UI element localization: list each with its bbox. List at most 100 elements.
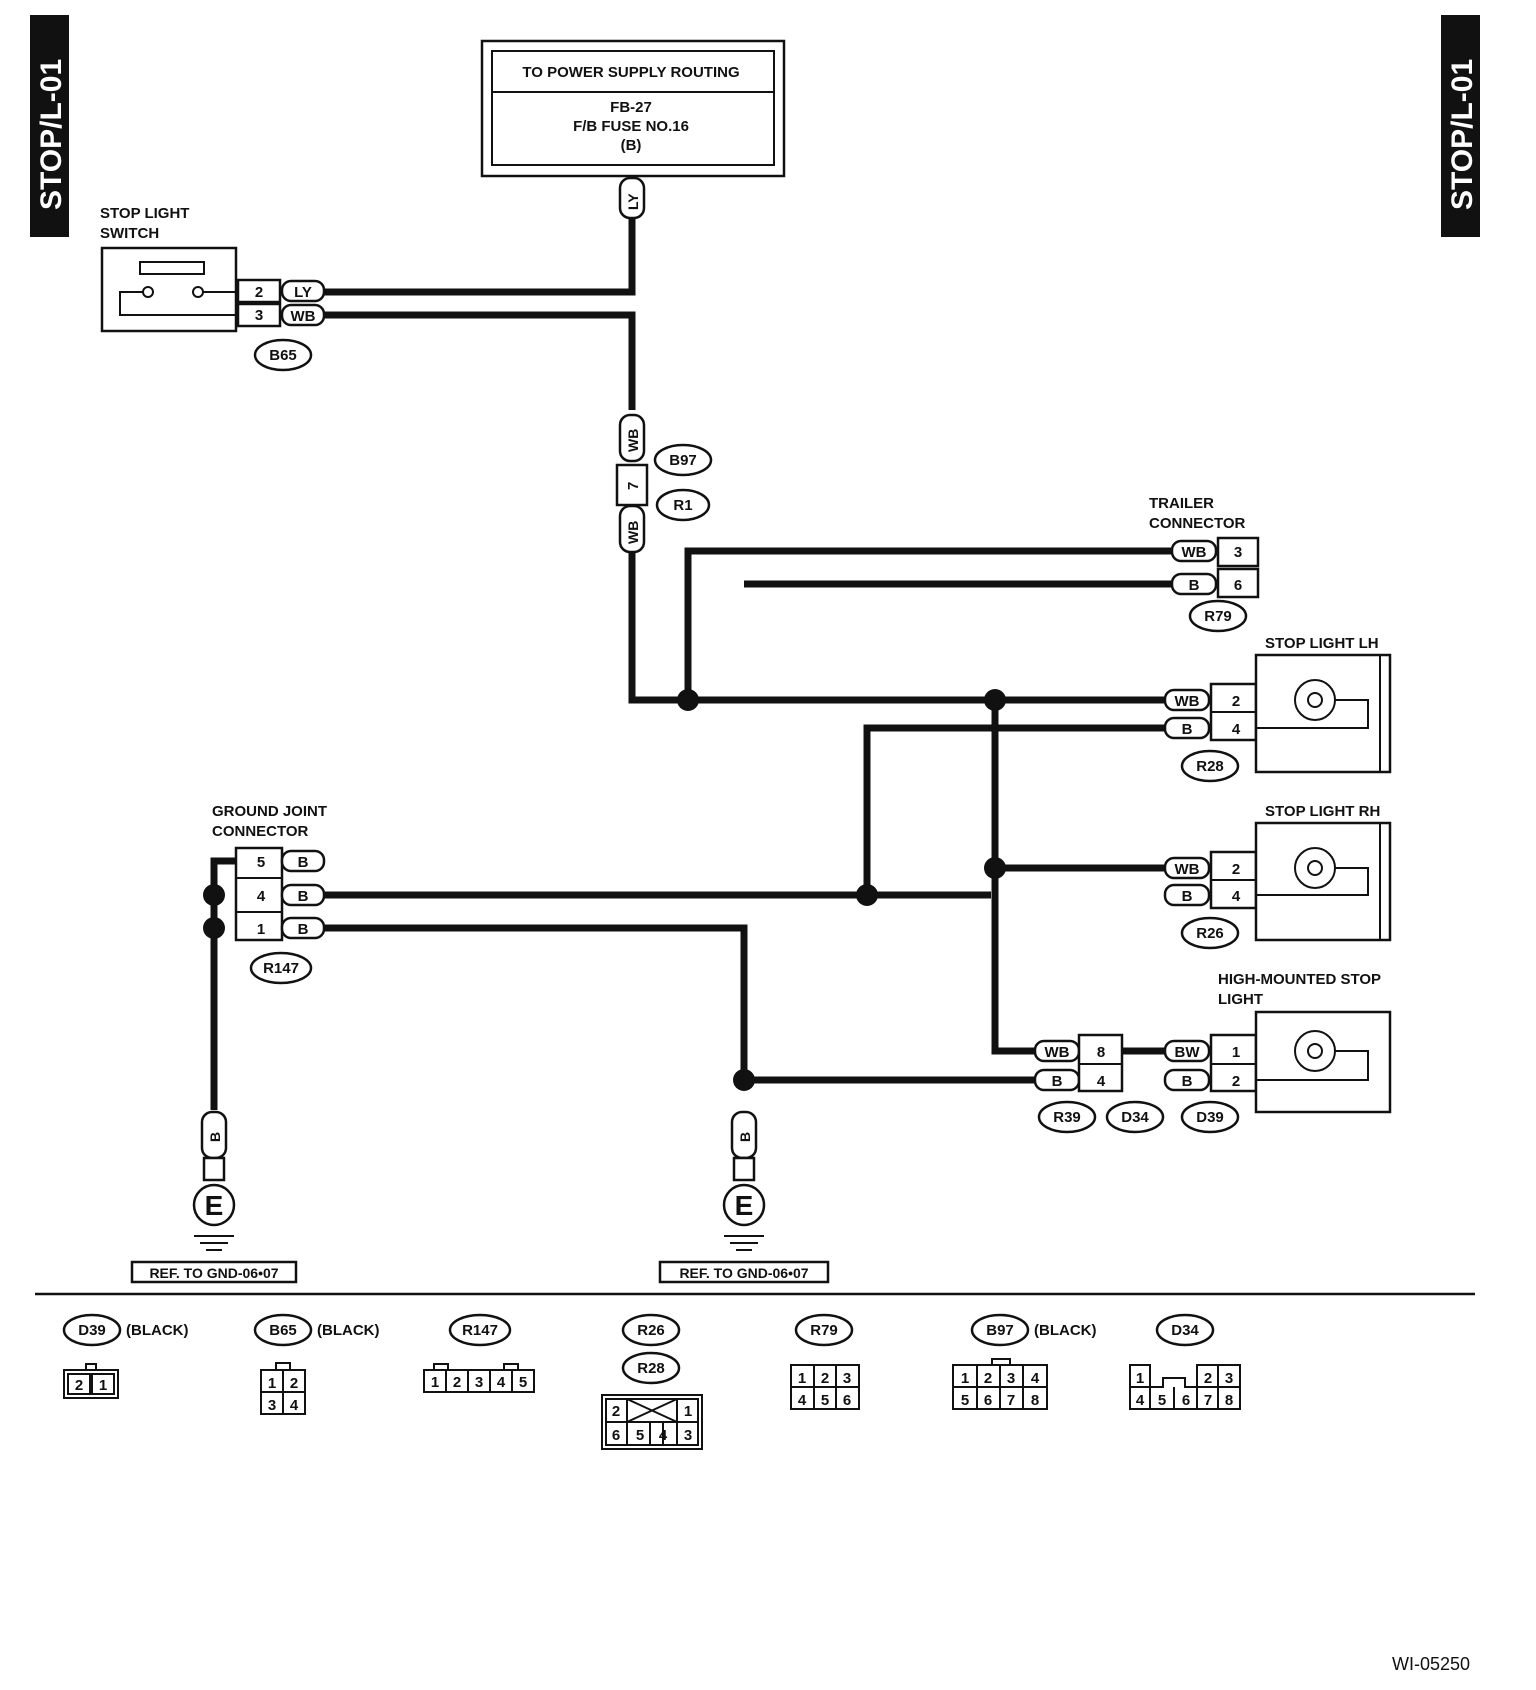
figure-id: WI-05250 (1392, 1654, 1470, 1674)
wire-label-wb-hmsl: WB (1045, 1044, 1070, 1061)
legend-r26-pin-1: 1 (684, 1403, 692, 1420)
wires (210, 218, 1172, 1110)
legend-b97-pin-4: 4 (1031, 1370, 1040, 1387)
legend-b97-pin-3: 3 (1007, 1370, 1015, 1387)
trailer-connector-label-2: CONNECTOR (1149, 515, 1246, 532)
r39-pin-8: 8 (1097, 1044, 1105, 1061)
legend-b65-pin-4: 4 (290, 1397, 299, 1414)
r147-connector-label: R147 (263, 960, 299, 977)
r79-pin-6: 6 (1234, 577, 1242, 594)
wire-label-b-hmsl-2: B (1182, 1073, 1193, 1090)
wire-label-wb-r1: WB (625, 521, 641, 544)
legend-r147-name: R147 (462, 1322, 498, 1339)
legend-b65-name: B65 (269, 1322, 297, 1339)
wire-label-b-trailer: B (1189, 577, 1200, 594)
legend-r147-pin-5: 5 (519, 1374, 527, 1391)
wire-label-b-hmsl: B (1052, 1073, 1063, 1090)
b65-pin-3: 3 (255, 307, 263, 324)
stop-light-switch: STOP LIGHT SWITCH (100, 205, 238, 333)
wire-label-b-gj1: B (298, 921, 309, 938)
ground-left-ref: REF. TO GND-06•07 (149, 1265, 278, 1281)
power-box-line2: F/B FUSE NO.16 (573, 118, 689, 135)
ground-right-symbol: E (735, 1190, 754, 1221)
b97-connector-label: B97 (669, 452, 697, 469)
junction-dots (203, 689, 1006, 1091)
r147-pin-4: 4 (257, 888, 266, 905)
legend-b97-pin-1: 1 (961, 1370, 969, 1387)
legend-b97-pin-5: 5 (961, 1392, 969, 1409)
legend-d39-name: D39 (78, 1322, 106, 1339)
wire-label-b-gnd-right: B (737, 1132, 753, 1142)
legend-d34-pin-7: 7 (1204, 1392, 1212, 1409)
legend-r79-pin-2: 2 (821, 1370, 829, 1387)
power-box-title: TO POWER SUPPLY ROUTING (522, 64, 739, 81)
ground-right-ref: REF. TO GND-06•07 (679, 1265, 808, 1281)
d39-pin-2: 2 (1232, 1073, 1240, 1090)
svg-text:STOP/L-01: STOP/L-01 (1446, 59, 1479, 210)
r28-pin-4: 4 (1232, 721, 1241, 738)
high-mounted-label-1: HIGH-MOUNTED STOP (1218, 971, 1381, 988)
ground-right: B E REF. TO GND-06•07 (658, 1110, 830, 1284)
wire-label-wb-b97: WB (625, 429, 641, 452)
page-tag-left: STOP/L-01 (30, 15, 69, 237)
legend-r26-pin-5: 5 (636, 1427, 644, 1444)
wire-tags: LY 2 3 LY WB B65 WB 7 WB B97 R1 TRAILER … (212, 176, 1381, 1134)
legend-b97-pin-2: 2 (984, 1370, 992, 1387)
d34-connector-label: D34 (1121, 1109, 1149, 1126)
r28-connector-label: R28 (1196, 758, 1224, 775)
legend-d34-name: D34 (1171, 1322, 1199, 1339)
legend-d39-pin-2: 2 (75, 1377, 83, 1394)
wire-label-wb-lh: WB (1175, 693, 1200, 710)
r28-pin-2: 2 (1232, 693, 1240, 710)
legend-r79-pin-5: 5 (821, 1392, 829, 1409)
legend-r26-pin-2: 2 (612, 1403, 620, 1420)
legend-b65-pin-2: 2 (290, 1375, 298, 1392)
legend-d39-note: (BLACK) (126, 1322, 188, 1339)
power-supply-box: TO POWER SUPPLY ROUTING FB-27 F/B FUSE N… (480, 39, 786, 178)
legend-d34-pin-5: 5 (1158, 1392, 1166, 1409)
r147-pin-5: 5 (257, 854, 265, 871)
stop-light-lh-label: STOP LIGHT LH (1265, 635, 1379, 652)
legend-r79-pin-6: 6 (843, 1392, 851, 1409)
legend-r79-pin-1: 1 (798, 1370, 806, 1387)
wire-label-b-gj5: B (298, 854, 309, 871)
stop-light-switch-label-1: STOP LIGHT (100, 205, 189, 222)
legend-d34-pin-3: 3 (1225, 1370, 1233, 1387)
r26-connector-label: R26 (1196, 925, 1224, 942)
trailer-connector-label-1: TRAILER (1149, 495, 1214, 512)
legend-b97-pin-7: 7 (1007, 1392, 1015, 1409)
wire-label-wb-trailer: WB (1182, 544, 1207, 561)
r26-pin-4: 4 (1232, 888, 1241, 905)
ground-joint-label-2: CONNECTOR (212, 823, 309, 840)
connector-legend: D39 (BLACK) 2 1 B65 (BLACK) 1 2 3 4 R147 (62, 1313, 1241, 1450)
legend-d34-pin-8: 8 (1225, 1392, 1233, 1409)
legend-r147-pin-2: 2 (453, 1374, 461, 1391)
lamp-rh (1254, 821, 1392, 942)
legend-r26-pin-4: 4 (659, 1427, 668, 1444)
power-box-line3: (B) (621, 137, 642, 154)
legend-d34-pin-4: 4 (1136, 1392, 1145, 1409)
legend-r147-pin-4: 4 (497, 1374, 506, 1391)
legend-b97-name: B97 (986, 1322, 1014, 1339)
legend-r79-pin-3: 3 (843, 1370, 851, 1387)
legend-b97-pin-6: 6 (984, 1392, 992, 1409)
ground-left: B E REF. TO GND-06•07 (130, 1110, 298, 1284)
legend-r147-pin-1: 1 (431, 1374, 439, 1391)
high-mounted-label-2: LIGHT (1218, 991, 1263, 1008)
wire-label-wb-rh: WB (1175, 861, 1200, 878)
power-box-line1: FB-27 (610, 99, 652, 116)
b97-pin-7: 7 (625, 482, 642, 490)
r79-connector-label: R79 (1204, 608, 1232, 625)
stop-light-switch-label-2: SWITCH (100, 225, 159, 242)
b65-connector-label: B65 (269, 347, 297, 364)
wire-label-ly-switch: LY (294, 284, 312, 301)
stop-light-rh-label: STOP LIGHT RH (1265, 803, 1380, 820)
legend-b65-pin-3: 3 (268, 1397, 276, 1414)
r147-pin-1: 1 (257, 921, 265, 938)
lamp-high-mounted (1254, 1010, 1392, 1114)
ground-left-symbol: E (205, 1190, 224, 1221)
legend-r26-pin-3: 3 (684, 1427, 692, 1444)
legend-b97-pin-8: 8 (1031, 1392, 1039, 1409)
wire-label-bw-hmsl: BW (1175, 1044, 1201, 1061)
